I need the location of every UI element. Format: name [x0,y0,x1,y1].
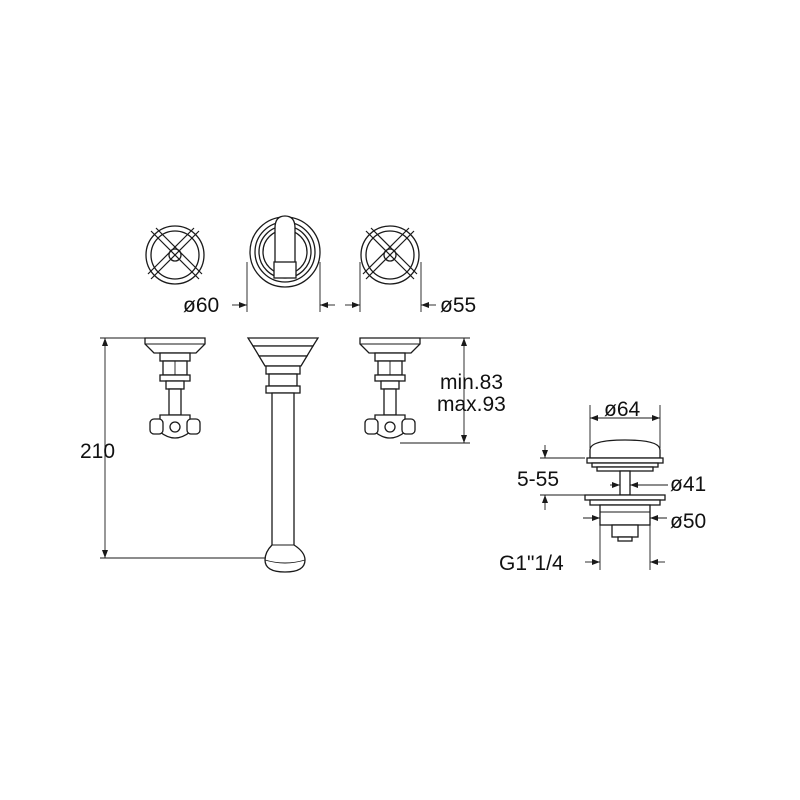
cross-diameter-label: ø55 [440,294,476,317]
dimension-waste-range: 5-55 [517,445,585,510]
dimension-cross-diameter: ø55 [345,262,476,317]
height-label: 210 [80,440,115,463]
handle-diameter-label: ø60 [183,294,219,317]
waste-cap-diameter-label: ø64 [604,398,641,421]
dimension-waste-flange: ø50 [583,510,706,533]
waste-range-label: 5-55 [517,468,559,491]
waste-thread-label: G1"1/4 [499,552,564,575]
right-valve-front-view [359,337,421,439]
dimension-height: 210 [80,337,265,559]
dimension-waste-body: ø41 [610,473,706,496]
dimension-waste-cap: ø64 [589,398,661,448]
spout-top-view [249,215,321,288]
spout-front-view [246,337,320,573]
projection-max-label: max.93 [437,393,506,416]
dimension-handle-diameter: ø60 [183,262,335,317]
waste-body-diameter-label: ø41 [670,473,706,496]
left-valve-front-view [144,337,206,439]
right-cross-handle-top-view [360,225,420,285]
left-cross-handle-top-view [145,225,205,285]
dimension-waste-thread: G1"1/4 [499,525,665,575]
waste-plug [584,439,666,542]
projection-min-label: min.83 [440,371,503,394]
dimension-projection: min.83 max.93 [400,337,506,444]
waste-flange-diameter-label: ø50 [670,510,706,533]
